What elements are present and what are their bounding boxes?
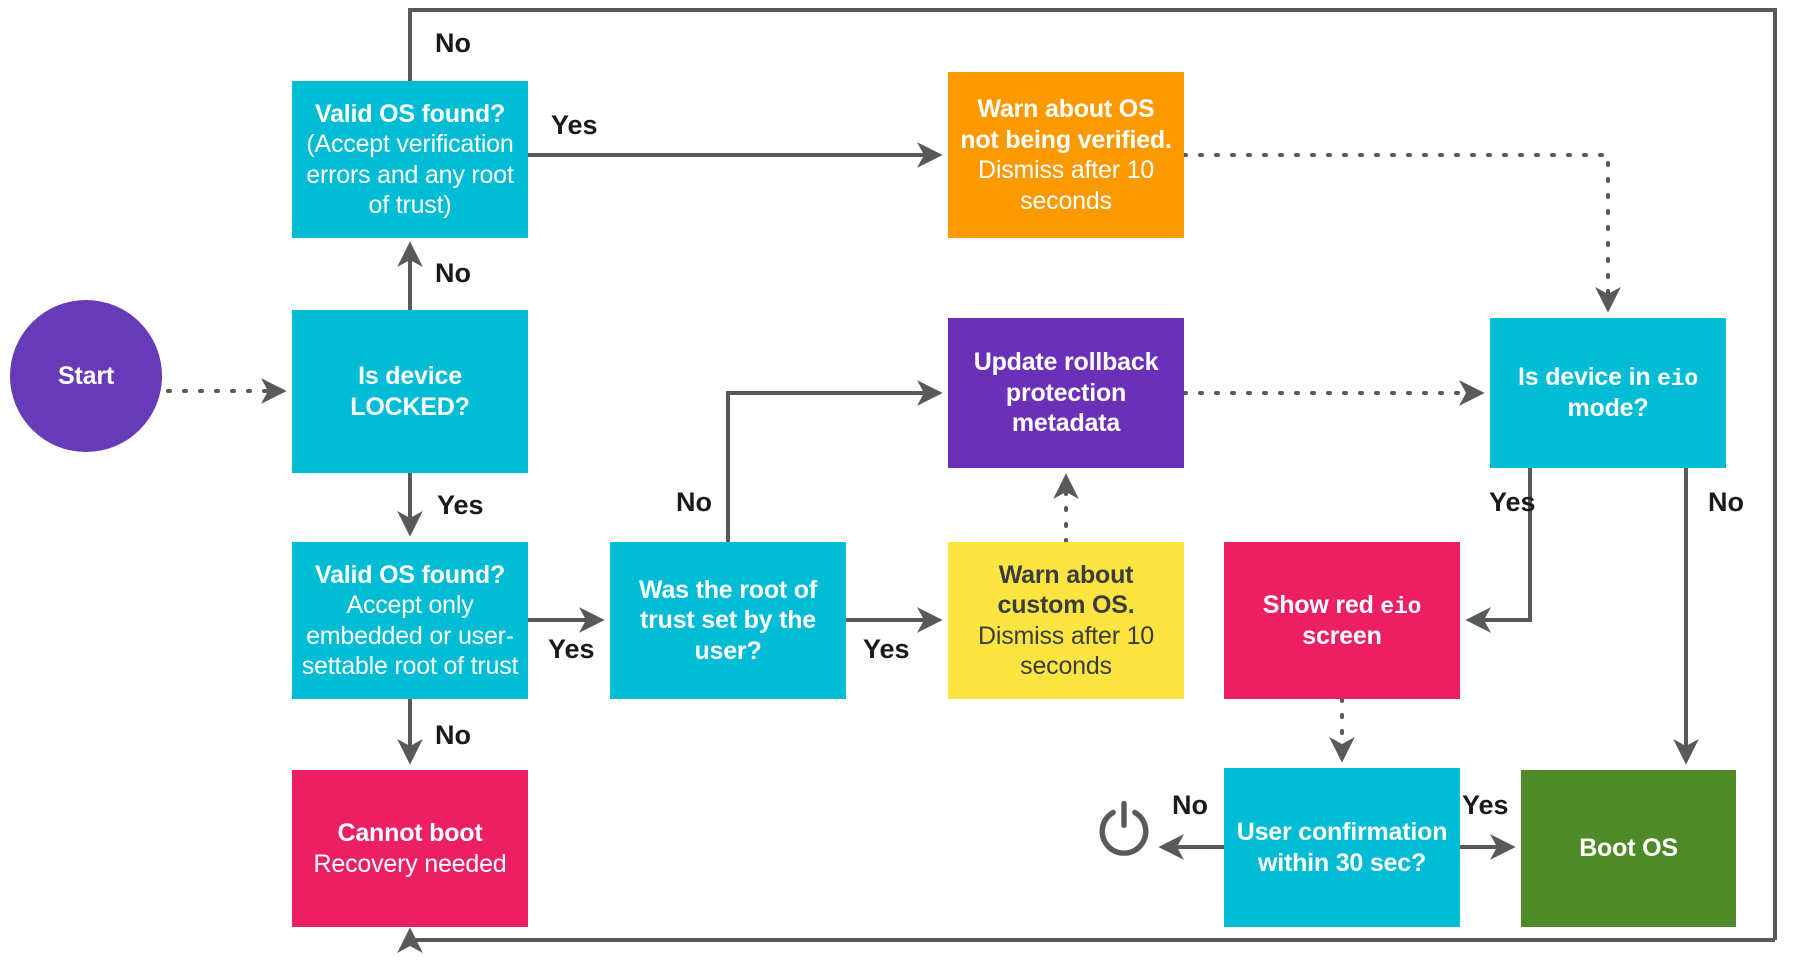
root-of-trust-set-by-user-node[interactable]: Was the root of trust set by the user?	[610, 542, 846, 699]
node-title: Show red eio screen	[1262, 590, 1422, 650]
edge-label-no-top-loop: No	[435, 28, 471, 58]
warn-os-not-verified-node[interactable]: Warn about OS not being verified.Dismiss…	[948, 72, 1184, 238]
valid-os-found-unlocked-node[interactable]: Valid OS found?(Accept verification erro…	[292, 81, 528, 238]
is-device-locked-node[interactable]: Is device LOCKED?	[292, 310, 528, 473]
node-title: Warn about OS not being verified.	[960, 95, 1172, 154]
node-title: Was the root of trust set by the user?	[638, 575, 817, 665]
node-subtitle: Dismiss after 10 seconds	[977, 621, 1154, 681]
node-title: Boot OS	[1579, 834, 1678, 863]
edge-label-no-locked-up: No	[435, 258, 471, 288]
node-title: Is device in eio mode?	[1518, 363, 1698, 423]
node-subtitle: Recovery needed	[313, 849, 507, 878]
node-title: Valid OS found?	[314, 99, 506, 128]
warn-custom-os-node[interactable]: Warn about custom OS.Dismiss after 10 se…	[948, 542, 1184, 699]
edge-warn-notverified-to-eio	[1182, 153, 1621, 313]
edge-rot-no-to-rollback	[726, 380, 943, 542]
show-red-eio-screen-node[interactable]: Show red eio screen	[1224, 542, 1460, 699]
edge-label-yes-valid-os-rot: Yes	[548, 634, 595, 664]
start-node[interactable]: Start	[10, 300, 162, 452]
user-confirmation-30-sec-node[interactable]: User confirmation within 30 sec?	[1224, 768, 1460, 927]
node-subtitle: Accept only embedded or user-settable ro…	[301, 591, 519, 680]
is-device-in-eio-mode-node[interactable]: Is device in eio mode?	[1490, 318, 1726, 468]
valid-os-found-locked-node[interactable]: Valid OS found?Accept only embedded or u…	[292, 542, 528, 699]
node-title: Cannot boot	[337, 819, 483, 847]
power-icon	[1099, 800, 1149, 856]
node-title: Start	[58, 361, 114, 390]
edge-label-no-valid-os-cannot: No	[435, 720, 471, 750]
node-title: Warn about custom OS.	[997, 560, 1135, 620]
update-rollback-protection-node[interactable]: Update rollback protection metadata	[948, 318, 1184, 468]
node-title: Update rollback protection metadata	[973, 348, 1159, 438]
node-title: User confirmation within 30 sec?	[1236, 818, 1448, 877]
edge-label-no-rot-rollback: No	[676, 487, 712, 517]
edge-label-no-user-conf: No	[1172, 790, 1208, 820]
node-subtitle: (Accept verification errors and any root…	[306, 130, 514, 219]
node-subtitle: Dismiss after 10 seconds	[977, 156, 1154, 215]
edge-bottom-loop-to-cannotboot	[397, 927, 1775, 953]
edge-label-yes-eio-show: Yes	[1489, 487, 1536, 517]
node-title: Valid OS found?	[314, 560, 506, 589]
node-title: Is device LOCKED?	[350, 362, 470, 421]
edge-label-yes-unlocked-warn: Yes	[551, 110, 598, 140]
edge-label-yes-rot-warn: Yes	[863, 634, 910, 664]
boot-os-node[interactable]: Boot OS	[1521, 770, 1736, 927]
edge-label-yes-locked-down: Yes	[437, 490, 484, 520]
edge-label-yes-user-conf: Yes	[1462, 790, 1509, 820]
edge-label-no-eio-boot: No	[1708, 487, 1744, 517]
